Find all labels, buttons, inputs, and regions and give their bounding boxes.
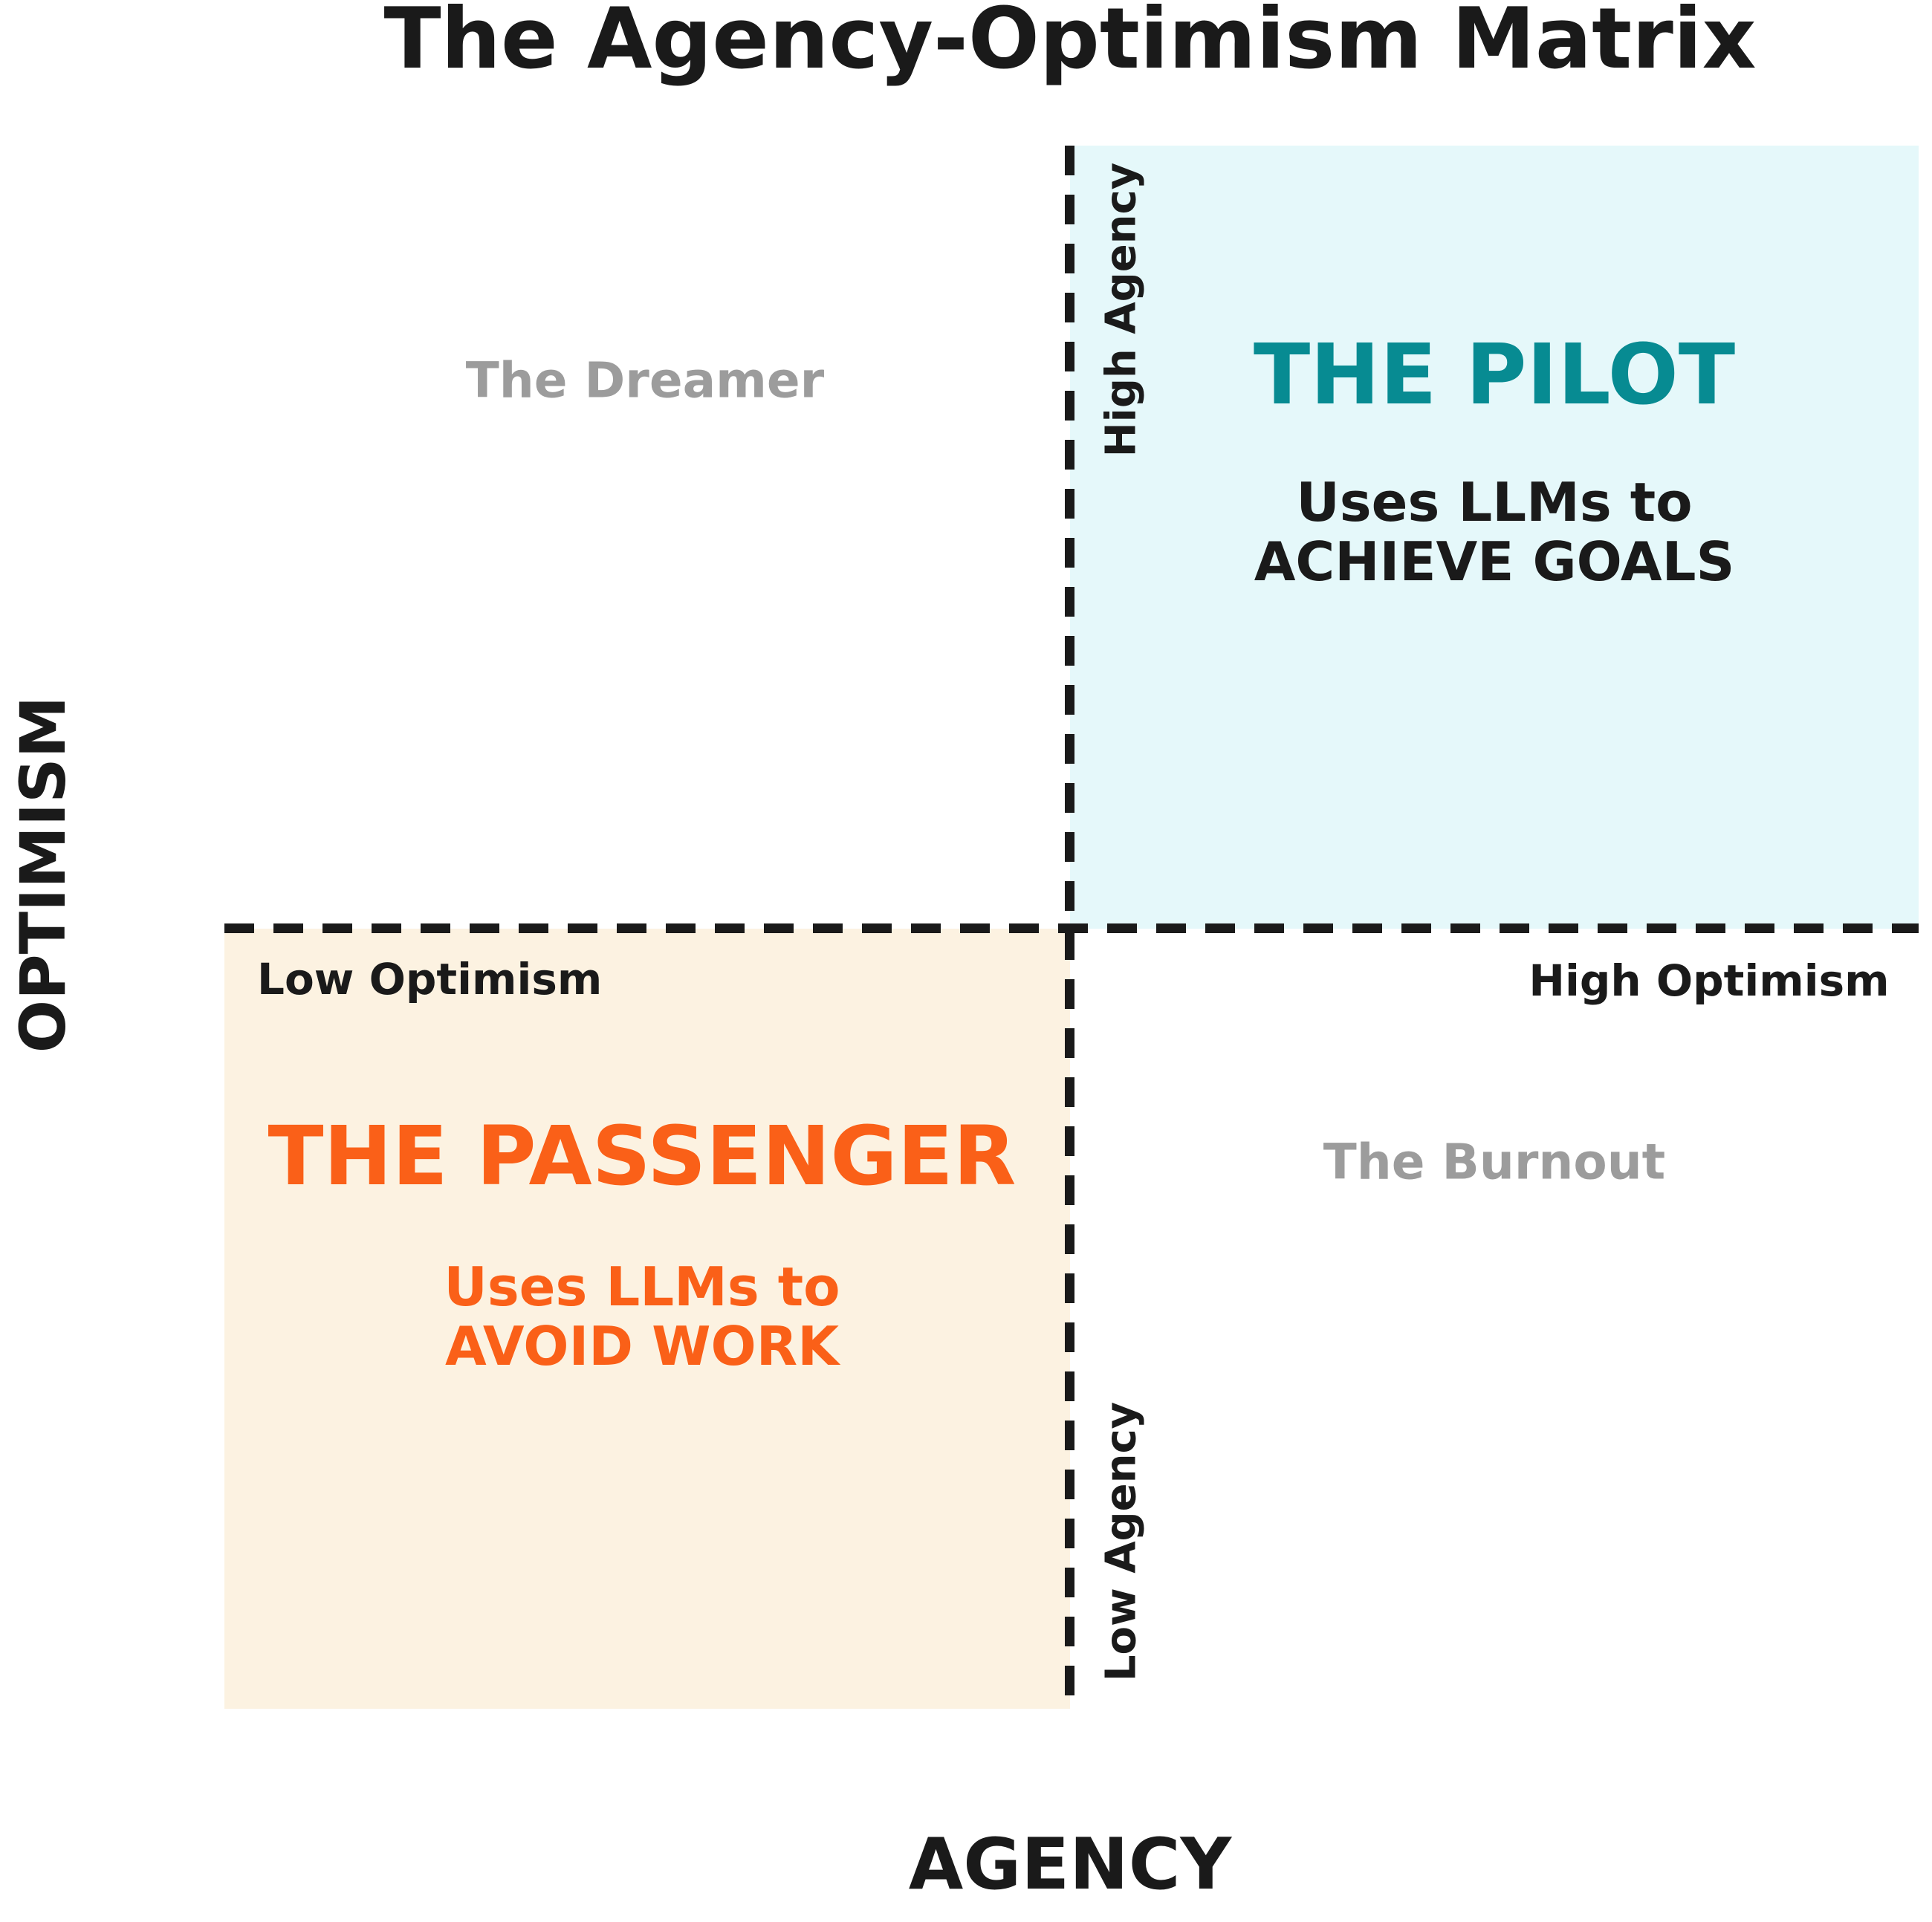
pilot-description-line1: Uses LLMs to [1296,471,1693,533]
horizontal-dashed-line [224,923,1919,933]
low-optimism-label: Low Optimism [257,954,603,1004]
pilot-description-line2: ACHIEVE GOALS [1254,530,1735,593]
quadrant-passenger-background [224,929,1070,1709]
passenger-description-line2: AVOID WORK [445,1315,839,1377]
chart-title: The Agency-Optimism Matrix [383,0,1757,88]
low-agency-label: Low Agency [1097,1401,1146,1682]
passenger-quadrant-description: Uses LLMs to AVOID WORK [444,1257,840,1376]
pilot-quadrant-title: THE PILOT [1253,327,1736,423]
dreamer-quadrant-label: The Dreamer [465,351,825,409]
optimism-axis-label: OPTIMISM [7,695,80,1053]
quadrant-pilot-background [1070,146,1919,929]
high-optimism-label: High Optimism [1529,955,1890,1006]
passenger-description-line1: Uses LLMs to [444,1256,840,1318]
burnout-quadrant-label: The Burnout [1323,1133,1666,1191]
passenger-quadrant-title: THE PASSENGER [268,1108,1017,1204]
pilot-quadrant-description: Uses LLMs to ACHIEVE GOALS [1254,473,1735,591]
high-agency-label: High Agency [1097,162,1146,458]
agency-axis-label: AGENCY [908,1824,1232,1906]
